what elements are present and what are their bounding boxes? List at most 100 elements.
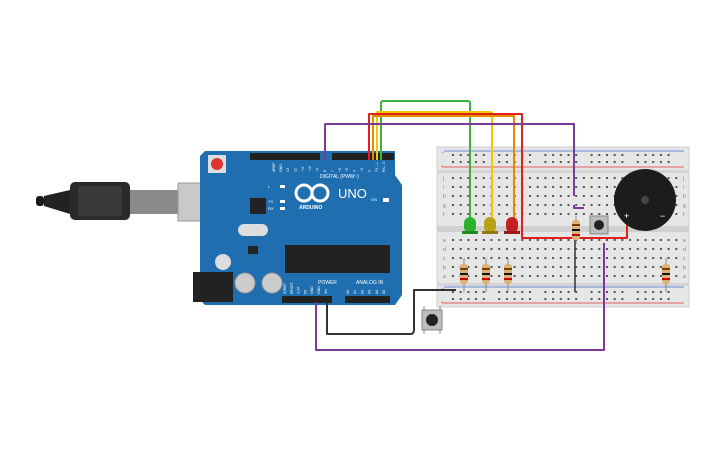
breadboard-hole	[482, 257, 485, 259]
breadboard-rail-hole	[482, 154, 485, 156]
resistor-4[interactable]	[572, 216, 580, 244]
breadboard-rail-hole	[505, 161, 508, 163]
power-pin-label-0: IOREF	[283, 283, 287, 294]
row-letter: d	[443, 247, 446, 253]
wire-purple-bottom[interactable]	[315, 243, 605, 351]
breadboard-hole	[659, 257, 662, 259]
breadboard-hole	[482, 177, 485, 179]
digital-pin-label-7: ~6	[338, 168, 342, 172]
breadboard-hole	[575, 204, 578, 206]
breadboard-hole	[575, 248, 578, 250]
breadboard-hole	[536, 248, 539, 250]
breadboard-hole	[567, 195, 570, 197]
led-red[interactable]	[504, 217, 520, 234]
breadboard-hole	[621, 257, 624, 259]
wire-purple-short[interactable]	[573, 205, 584, 209]
piezo-buzzer[interactable]: + −	[614, 169, 676, 231]
breadboard-hole	[498, 177, 501, 179]
row-letter: h	[443, 194, 446, 200]
breadboard-hole	[575, 275, 578, 277]
breadboard-hole	[621, 248, 624, 250]
power-label: POWER	[318, 280, 337, 286]
breadboard-hole	[536, 257, 539, 259]
breadboard-hole	[598, 204, 601, 206]
wire-green[interactable]	[380, 100, 471, 222]
breadboard-hole	[529, 257, 531, 259]
breadboard-hole	[467, 239, 470, 241]
digital-pin-label-13: RX←0	[382, 162, 386, 172]
breadboard-hole	[490, 239, 493, 241]
breadboard-hole	[490, 266, 493, 268]
breadboard-rail-hole	[529, 291, 531, 293]
breadboard-rail-hole	[644, 161, 647, 163]
wire-black[interactable]	[326, 289, 456, 335]
breadboard-hole	[552, 177, 555, 179]
breadboard-rail-hole	[644, 298, 647, 300]
breadboard-hole	[475, 257, 478, 259]
breadboard-hole	[452, 186, 454, 188]
breadboard-hole	[675, 213, 678, 215]
arduino-uno-board[interactable]: UNO ARDUINO DIGITAL (PWM~) ON L TX RX PO…	[193, 151, 402, 305]
breadboard-hole	[536, 266, 539, 268]
breadboard-hole	[590, 186, 593, 188]
wire-red[interactable]	[368, 113, 628, 239]
crystal	[238, 224, 268, 236]
breadboard-hole	[498, 213, 501, 215]
breadboard-hole	[521, 275, 524, 277]
breadboard-hole	[505, 177, 508, 179]
breadboard-hole	[629, 239, 632, 241]
breadboard-hole	[652, 248, 655, 250]
power-pin-label-2: 3.3V	[297, 286, 301, 294]
breadboard-hole	[582, 248, 585, 250]
breadboard-hole	[590, 239, 593, 241]
breadboard-rail-hole	[598, 291, 601, 293]
breadboard-rail-hole	[606, 291, 608, 293]
breadboard-rail-hole	[590, 291, 593, 293]
breadboard-hole	[505, 239, 508, 241]
breadboard-hole	[567, 275, 570, 277]
resistor-5[interactable]	[662, 258, 670, 292]
breadboard-hole	[598, 239, 601, 241]
breadboard-hole	[513, 275, 516, 277]
wire-purple-top[interactable]	[324, 123, 575, 196]
pushbutton-external[interactable]	[421, 306, 443, 334]
breadboard-hole	[621, 239, 624, 241]
breadboard-hole	[544, 248, 547, 250]
pushbutton-breadboard[interactable]	[589, 215, 609, 235]
breadboard-hole	[575, 266, 578, 268]
breadboard-hole	[590, 248, 593, 250]
breadboard-hole	[559, 257, 562, 259]
resistor-2[interactable]	[482, 258, 490, 292]
breadboard-hole	[552, 266, 555, 268]
breadboard-hole	[513, 239, 516, 241]
breadboard-hole	[613, 239, 616, 241]
breadboard-hole	[598, 195, 601, 197]
row-letter: g	[683, 203, 686, 209]
breadboard-hole	[536, 177, 539, 179]
breadboard-hole	[575, 257, 578, 259]
breadboard-rail-hole	[475, 154, 478, 156]
breadboard-hole	[505, 186, 508, 188]
breadboard-rail-hole	[567, 154, 570, 156]
breadboard-hole	[590, 177, 593, 179]
led-green[interactable]	[462, 217, 478, 234]
breadboard-hole	[452, 266, 454, 268]
resistor-3[interactable]	[504, 258, 512, 292]
breadboard-hole	[459, 177, 462, 179]
breadboard-rail-hole	[459, 161, 462, 163]
breadboard-hole	[613, 275, 616, 277]
power-pin-label-1: RESET	[290, 281, 294, 294]
wire-orange[interactable]	[372, 115, 515, 222]
breadboard-hole	[467, 177, 470, 179]
breadboard-rail-hole	[659, 161, 662, 163]
breadboard-rail-hole	[598, 154, 601, 156]
breadboard-rail-hole	[552, 154, 555, 156]
breadboard-hole	[467, 257, 470, 259]
breadboard-rail-hole	[552, 161, 555, 163]
breadboard-hole	[621, 275, 624, 277]
breadboard-hole	[498, 195, 501, 197]
led-yellow[interactable]	[482, 217, 498, 234]
breadboard-rail-hole	[467, 161, 470, 163]
resistor-1[interactable]	[460, 258, 468, 292]
